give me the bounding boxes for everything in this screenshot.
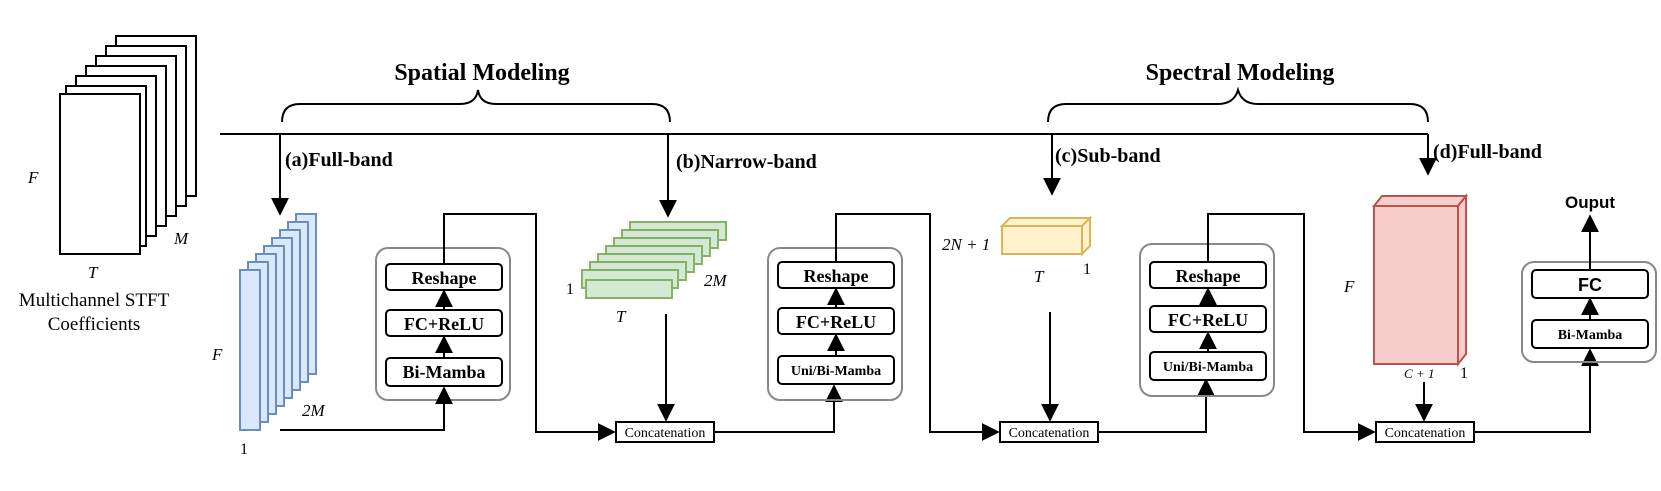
connector-a-to-block1	[280, 386, 453, 431]
input-dim-t: T	[88, 263, 99, 282]
connector-block1-to-concat1	[443, 213, 616, 441]
input-dim-m: M	[173, 229, 189, 248]
spectral-modeling-title: Spectral Modeling	[1146, 60, 1335, 86]
input-stft-stack	[59, 35, 197, 255]
tensor-a-blue	[239, 213, 317, 431]
tensor-a-f: F	[211, 345, 223, 364]
block3-fc: FC+ReLU	[1168, 310, 1248, 330]
tensor-c-1: 1	[1083, 261, 1091, 278]
block1-fc: FC+ReLU	[404, 314, 484, 334]
branch-b-label: (b)Narrow-band	[676, 151, 817, 173]
tensor-b-2m: 2M	[704, 271, 728, 290]
input-dim-f: F	[27, 168, 39, 187]
tensor-c-t: T	[1034, 267, 1045, 286]
tensor-d-f: F	[1343, 277, 1355, 296]
tensor-c-yellow	[999, 215, 1093, 257]
input-caption-line1: Multichannel STFT	[19, 290, 170, 311]
spatial-modeling-title: Spatial Modeling	[394, 60, 569, 86]
connector-block2-to-concat2	[835, 213, 1000, 441]
block4-mamba: Bi-Mamba	[1558, 328, 1623, 343]
concat1-label: Concatenation	[625, 426, 706, 441]
tensor-b-t: T	[616, 307, 627, 326]
branch-a-label: (a)Full-band	[285, 149, 393, 171]
tensor-a-1: 1	[240, 441, 248, 458]
spectral-brace	[1047, 86, 1429, 123]
tensor-b-1: 1	[566, 281, 574, 298]
block1-mamba: Bi-Mamba	[403, 362, 486, 382]
tensor-d-c1: C + 1	[1404, 366, 1434, 381]
block1-reshape: Reshape	[411, 268, 476, 288]
block4-fc: FC	[1578, 275, 1602, 295]
input-caption-line2: Coefficients	[48, 314, 141, 335]
output-label: Ouput	[1565, 193, 1615, 212]
block2-reshape: Reshape	[803, 266, 868, 286]
block3-mamba: Uni/Bi-Mamba	[1163, 360, 1253, 375]
concat3-label: Concatenation	[1385, 426, 1466, 441]
connector-block3-to-concat3	[1207, 213, 1376, 441]
concat2-label: Concatenation	[1009, 426, 1090, 441]
connector-concat3-to-block4	[1474, 348, 1599, 433]
tensor-c-2n1: 2N + 1	[942, 235, 990, 254]
branch-d-label: (d)Full-band	[1433, 141, 1542, 163]
branch-c-label: (c)Sub-band	[1055, 145, 1161, 167]
tensor-d-red	[1371, 193, 1469, 367]
block3-reshape: Reshape	[1175, 266, 1240, 286]
tensor-a-2m: 2M	[302, 401, 326, 420]
block2-mamba: Uni/Bi-Mamba	[791, 364, 881, 379]
connector-concat2-to-block3	[1098, 378, 1215, 433]
connector-concat1-to-block2	[714, 384, 843, 433]
tensor-b-green	[581, 221, 727, 299]
spatial-brace	[281, 89, 671, 123]
block2-fc: FC+ReLU	[796, 312, 876, 332]
tensor-d-1: 1	[1460, 365, 1468, 382]
